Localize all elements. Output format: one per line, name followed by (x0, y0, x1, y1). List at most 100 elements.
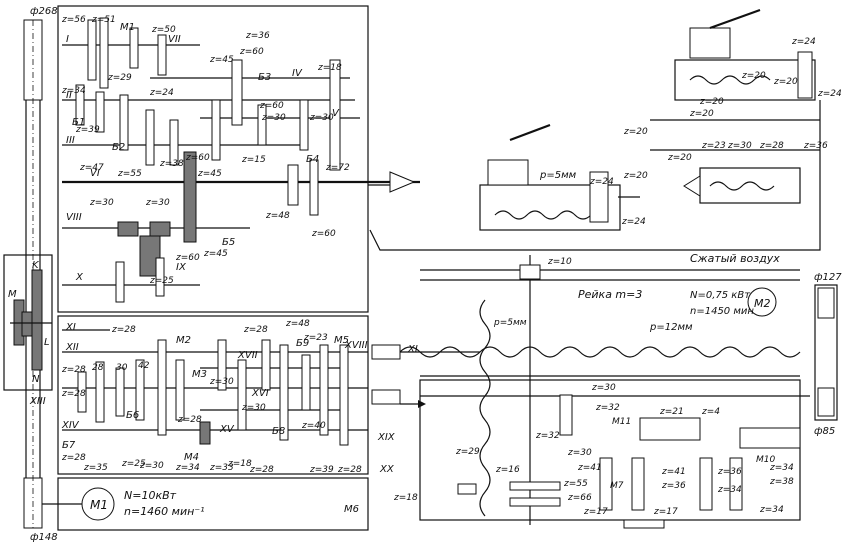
pulley-label: ф85 (814, 426, 835, 437)
block-label: Б8 (272, 426, 285, 437)
tail-gear: z=20 (623, 127, 648, 137)
motor-m1-power: N=10кВт (124, 489, 177, 502)
apron-gear: z=34 (759, 505, 784, 515)
air-line: Сжатый воздух (369, 100, 821, 281)
block-label: Б6 (126, 410, 139, 421)
apron-gear: z=55 (563, 479, 588, 489)
label-l: L (44, 337, 50, 348)
tail-gear: z=24 (817, 89, 842, 99)
gear-label: z=18 (227, 459, 252, 469)
apron-gear: z=38 (769, 477, 794, 487)
apron-gear: z=4 (701, 407, 720, 417)
shaft-label: XV (219, 424, 235, 435)
carriage-pitch: p=5мм (539, 170, 577, 181)
block-label: Б4 (306, 154, 319, 165)
gear-label: z=25 (121, 459, 146, 469)
apron-gear: z=36 (661, 481, 686, 491)
tail-gear: z=20 (699, 97, 724, 107)
shaft-label: XIX (377, 432, 396, 443)
clutch-label: M3 (192, 369, 207, 380)
apron-gear: z=32 (535, 431, 560, 441)
gear-label: z=18 (393, 493, 418, 503)
apron-gear: z=34 (717, 485, 742, 495)
apron-gear: z=41 (661, 467, 686, 477)
shaft-label: VIII (66, 212, 82, 223)
clutch-label: M1 (120, 22, 135, 33)
block-label: Б1 (72, 117, 85, 128)
apron-gear: z=36 (717, 467, 742, 477)
gear-label: 42 (138, 361, 150, 371)
gear-label: z=48 (285, 319, 310, 329)
gear-label: 30 (116, 363, 128, 373)
gear-label: z=34 (175, 463, 200, 473)
gear-label: z=30 (209, 377, 234, 387)
gear-label: z=50 (151, 25, 176, 35)
shaft-label: III (66, 135, 75, 146)
block-label: Б3 (258, 72, 271, 83)
tail-gear: z=20 (689, 109, 714, 119)
side-pitch: p=5мм (493, 318, 527, 328)
motor-m2-label: M2 (754, 297, 771, 310)
gear-label: 28 (92, 363, 104, 373)
air-label: Сжатый воздух (690, 252, 780, 265)
clutch-label: M6 (344, 504, 359, 515)
gear-label: z=60 (311, 229, 336, 239)
rack-label: Рейка m=3 (578, 288, 642, 301)
tailstock-unit: z=24 z=20 z=20 z=20 z=24 z=20 z=20 z=23 … (623, 8, 842, 204)
apron-gear: z=17 (583, 507, 608, 517)
pulley-label: ф127 (814, 272, 842, 283)
shaft-label: XII (65, 342, 79, 353)
clutch-label: M4 (184, 452, 199, 463)
gear-label: z=25 (149, 276, 174, 286)
shaft-label: XVI (251, 388, 269, 399)
gear-label: z=39 (75, 125, 100, 135)
motor-m1-speed: n=1460 мин⁻¹ (124, 505, 205, 518)
motor-m2-power: N=0,75 кВт (690, 290, 751, 301)
carriage-gear: z=24 (589, 177, 614, 187)
shaft-label: XVIII (344, 340, 368, 351)
shaft-label: XIV (61, 420, 80, 431)
apron-gear: z=29 (455, 447, 480, 457)
shaft-label: XI (65, 322, 76, 333)
gear-label: z=47 (79, 163, 104, 173)
apron-gear: z=32 (595, 403, 620, 413)
shaft-label: VI (90, 168, 100, 179)
shaft-label: I (66, 34, 69, 45)
gear-label: z=30 (261, 113, 286, 123)
apron-gear: z=34 (769, 463, 794, 473)
rack-gear: z=10 (547, 257, 572, 267)
block-label: Б2 (112, 142, 125, 153)
shaft-label: XVII (237, 350, 258, 361)
clutch-label: M10 (756, 455, 775, 465)
apron-gear: z=21 (659, 407, 684, 417)
clutch-label: M2 (176, 335, 191, 346)
motor-m1: M1 N=10кВт n=1460 мин⁻¹ (42, 477, 369, 531)
apron-gear: z=17 (653, 507, 678, 517)
shaft-label: II (66, 90, 72, 101)
gear-label: z=60 (175, 253, 200, 263)
gear-label: z=28 (111, 325, 136, 335)
shaft-label: XIII (29, 396, 46, 407)
shaft-label: IX (176, 262, 187, 273)
gear-label: z=55 (117, 169, 142, 179)
gear-label: z=56 (61, 15, 86, 25)
motor-m2: M2 N=0,75 кВт n=1450 мин ф127 ф85 (690, 272, 842, 437)
left-gear-train: K M L N (3, 254, 53, 391)
gear-label: z=34 (61, 86, 86, 96)
gear-label: z=15 (241, 155, 266, 165)
gear-label: z=36 (245, 31, 270, 41)
gear-label: z=35 (83, 463, 108, 473)
rack: z=10 Рейка m=3 (519, 255, 642, 525)
gear-label: z=28 (61, 389, 86, 399)
shaft-label: IV (292, 68, 303, 79)
block-label: Б5 (222, 237, 235, 248)
label-k: K (32, 260, 40, 271)
clutch-label: M11 (612, 417, 631, 427)
apron-gear: z=66 (567, 493, 592, 503)
shaft-label: XI (407, 344, 418, 355)
tail-gear: z=20 (773, 77, 798, 87)
gear-label: z=51 (91, 15, 116, 25)
tail-gear: z=36 (803, 141, 828, 151)
clutch-label: M7 (610, 481, 624, 491)
main-belt-drive: ф268 ф148 (23, 6, 58, 543)
